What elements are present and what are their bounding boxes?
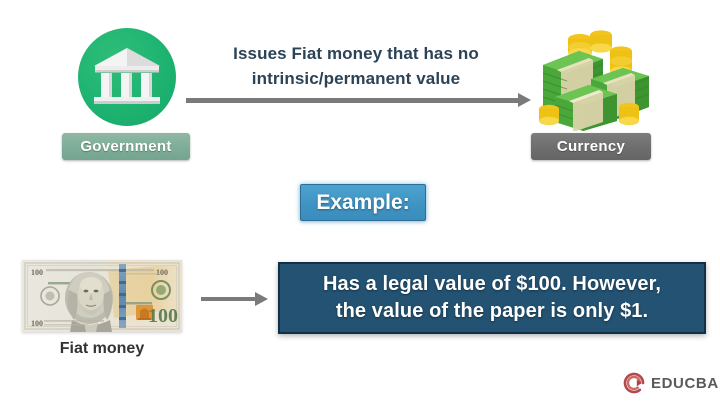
caption-issues-fiat-money: Issues Fiat money that has no intrinsic/…: [196, 41, 516, 91]
bank-building-icon: [94, 48, 160, 104]
franklin-portrait: [65, 272, 113, 332]
coin-stack-top-right: [590, 30, 612, 53]
coin-stack-front-right: [619, 102, 639, 126]
fiat-money-label: Fiat money: [59, 340, 145, 357]
educba-logo: EDUCBA: [622, 371, 719, 395]
arrow-bill-to-statement-line: [201, 297, 257, 301]
svg-text:100: 100: [148, 305, 178, 327]
government-icon: [78, 28, 176, 126]
arrow-bill-to-statement-head: [255, 292, 268, 306]
currency-label: Currency: [531, 133, 651, 160]
caption-line-1: Issues Fiat money that has no: [233, 44, 479, 63]
arrow-government-to-currency-line: [186, 98, 518, 103]
statement-box: Has a legal value of $100. However, the …: [278, 262, 706, 334]
svg-text:100: 100: [156, 268, 168, 277]
svg-text:100: 100: [31, 319, 43, 328]
svg-text:100: 100: [31, 268, 43, 277]
arrow-government-to-currency-head: [518, 93, 531, 107]
caption-line-2: intrinsic/permanent value: [251, 69, 461, 88]
government-label: Government: [62, 133, 190, 160]
hundred-dollar-bill-image: 100 100 100: [22, 260, 182, 332]
money-stacks-icon: [539, 30, 650, 131]
bill-bundle-front: [554, 85, 617, 131]
example-badge: Example:: [300, 184, 426, 221]
coin-stack-front-left: [539, 104, 559, 126]
educba-wordmark: EDUCBA: [651, 374, 719, 392]
educba-swirl-icon: [623, 372, 645, 394]
statement-text: Has a legal value of $100. However, the …: [322, 273, 662, 322]
